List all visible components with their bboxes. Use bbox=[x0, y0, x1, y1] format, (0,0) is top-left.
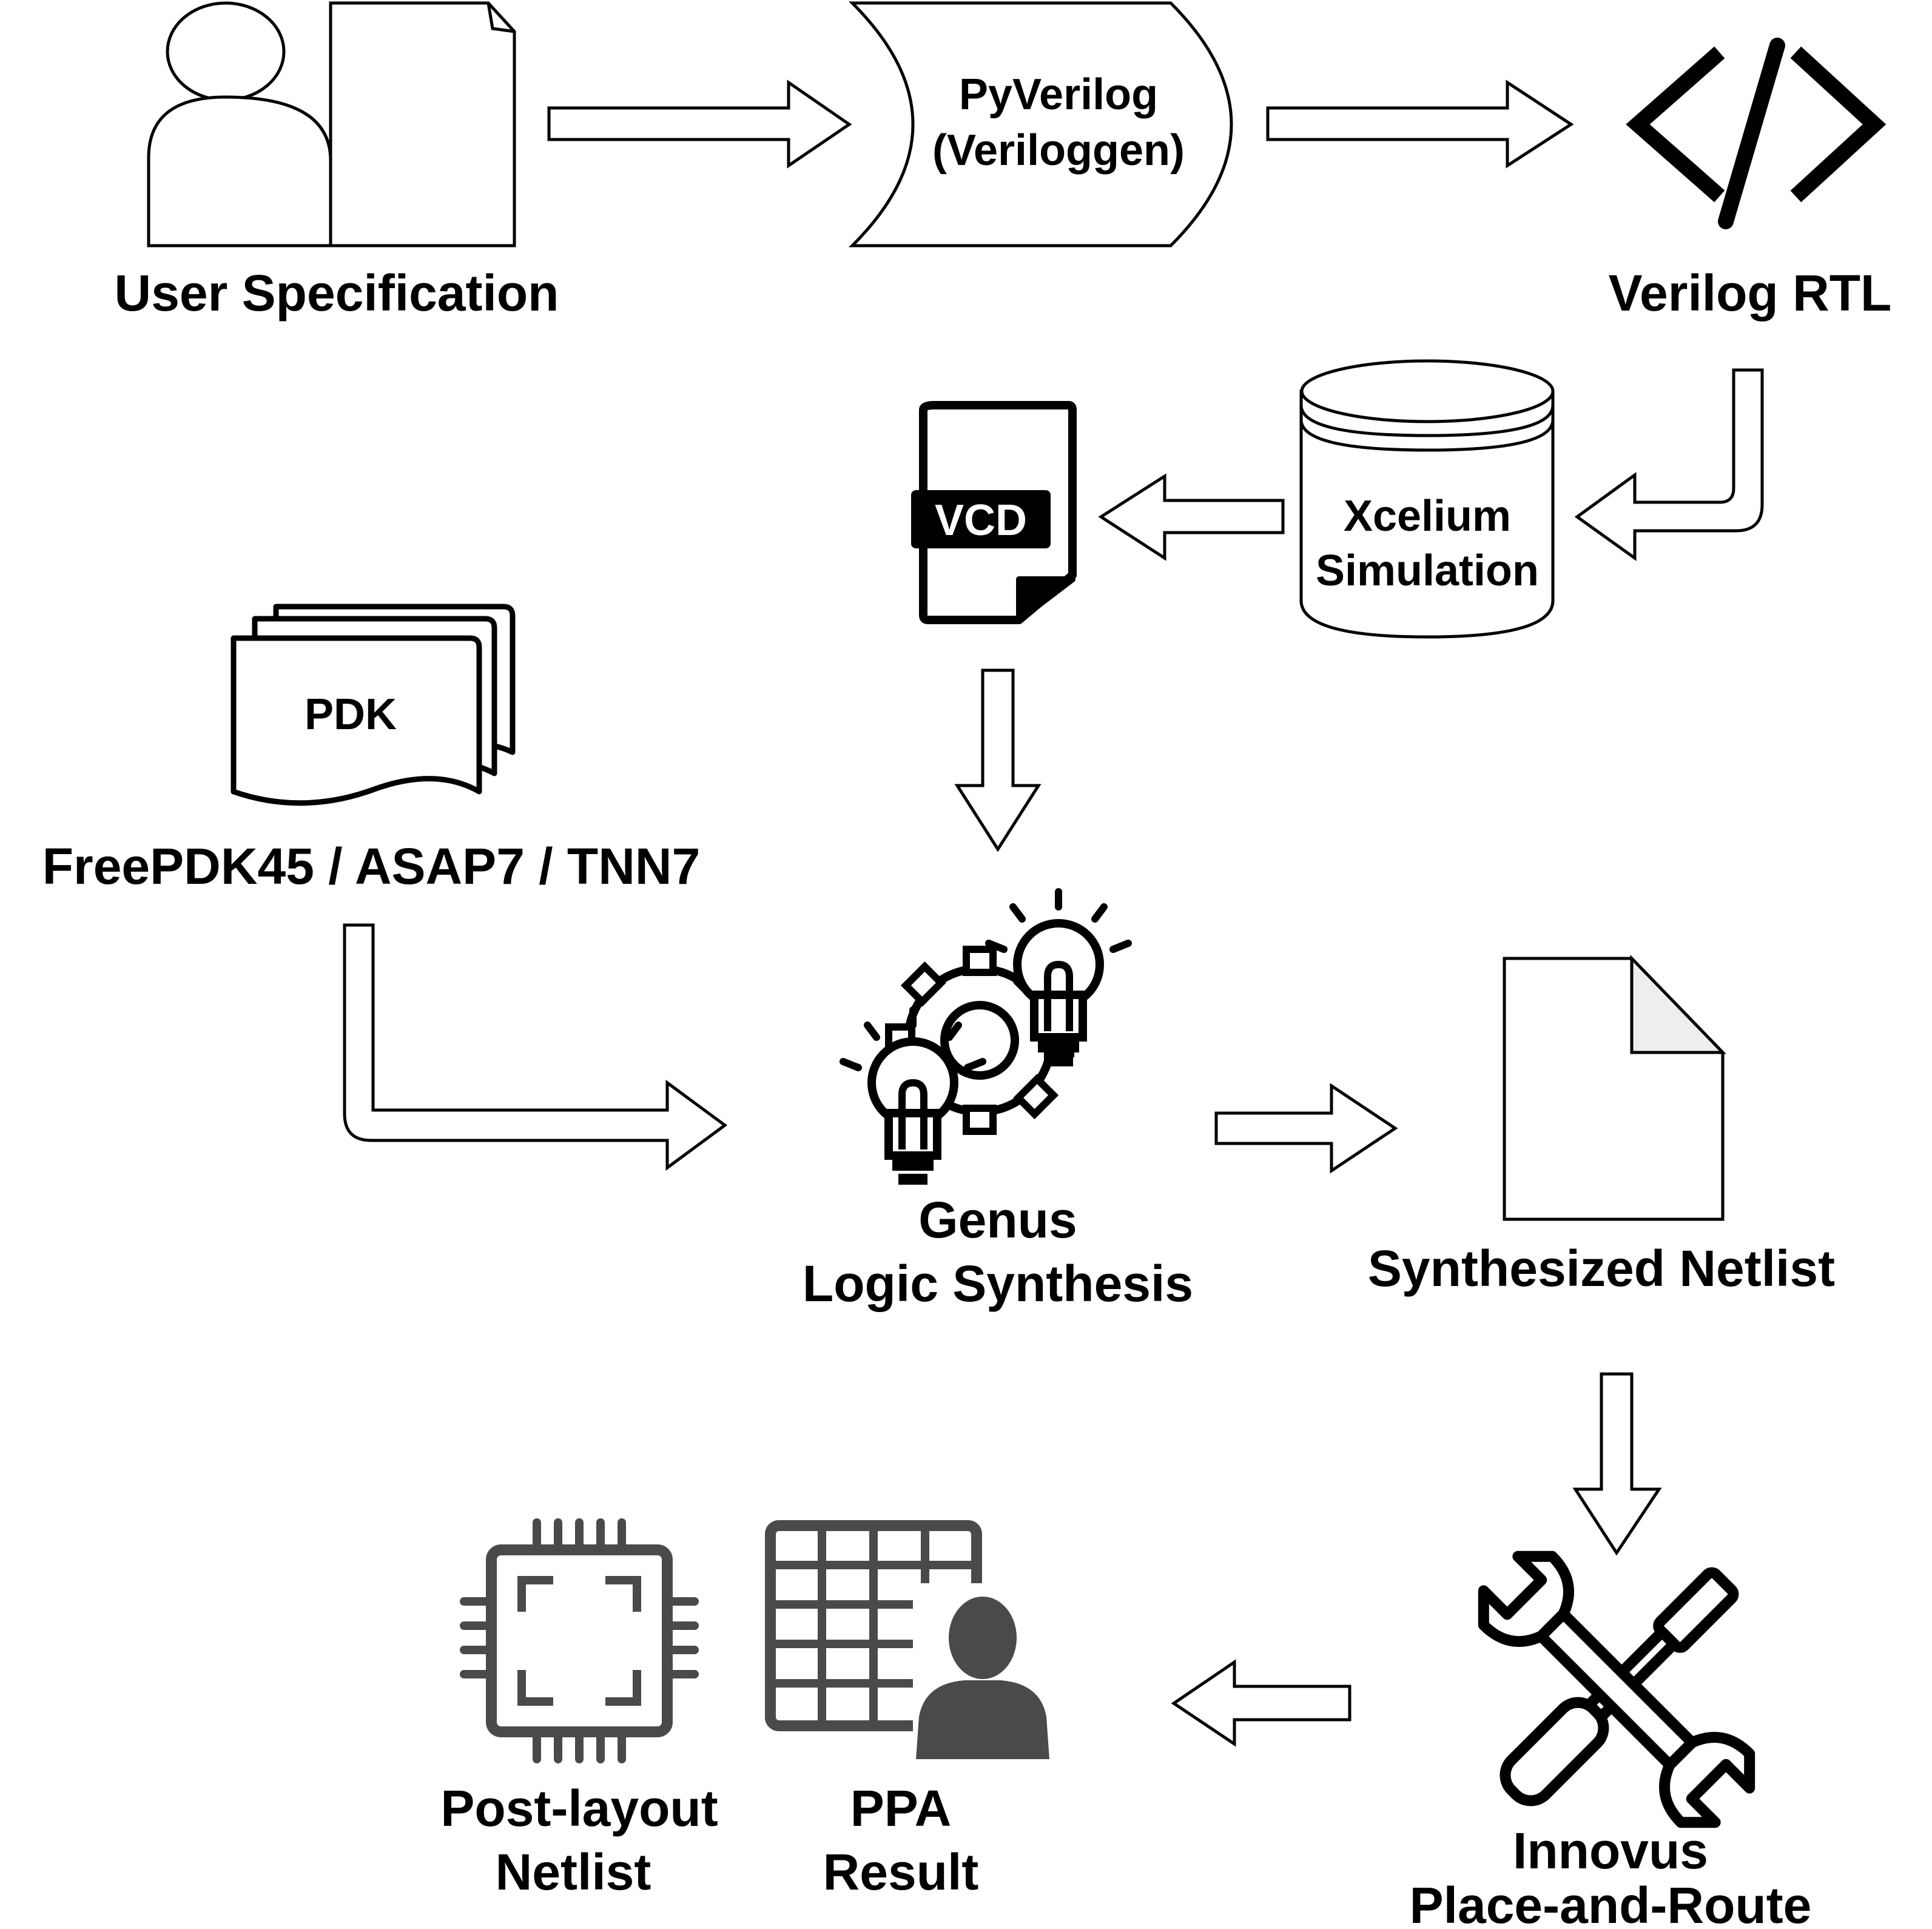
post-layout-line1: Post-layout bbox=[440, 1780, 718, 1837]
verilog-rtl-label: Verilog RTL bbox=[1609, 264, 1892, 322]
stacked-documents-icon bbox=[231, 604, 516, 806]
ppa-line2: Result bbox=[823, 1843, 979, 1900]
innovus-line2: Place-and-Route bbox=[1410, 1877, 1812, 1929]
pyverilog-shape bbox=[848, 1, 1233, 247]
arrow-genus-to-netlist bbox=[1214, 1083, 1398, 1174]
arrow-netlist-to-innovus bbox=[1572, 1372, 1662, 1556]
genus-line1: Genus bbox=[918, 1191, 1077, 1248]
arrow-spec-to-pyverilog bbox=[547, 79, 852, 169]
person-document-icon bbox=[147, 1, 516, 247]
blank-page-icon bbox=[1503, 954, 1726, 1221]
user-spec-label: User Specification bbox=[115, 264, 559, 322]
ppa-line1: PPA bbox=[850, 1780, 951, 1837]
xcelium-line2: Simulation bbox=[1316, 547, 1539, 595]
synth-netlist-label: Synthesized Netlist bbox=[1368, 1240, 1835, 1297]
arrow-xcelium-to-vcd bbox=[1098, 473, 1285, 561]
pyverilog-line2: (Veriloggen) bbox=[932, 126, 1185, 175]
pdk-tag: PDK bbox=[305, 690, 397, 739]
vcd-tag: VCD bbox=[935, 496, 1027, 545]
chip-icon bbox=[460, 1518, 699, 1763]
arrow-pdk-to-genus bbox=[343, 923, 728, 1171]
pyverilog-line1: PyVerilog bbox=[959, 70, 1158, 119]
arrow-vcd-to-genus bbox=[954, 668, 1042, 852]
genus-line2: Logic Synthesis bbox=[803, 1255, 1193, 1312]
innovus-line1: Innovus bbox=[1513, 1822, 1708, 1879]
file-icon bbox=[911, 401, 1077, 624]
pdk-label: FreePDK45 / ASAP7 / TNN7 bbox=[42, 838, 701, 895]
post-layout-line2: Netlist bbox=[496, 1843, 651, 1900]
spreadsheet-user-icon bbox=[765, 1520, 1059, 1759]
arrow-innovus-to-ppa bbox=[1171, 1659, 1351, 1747]
screwdriver-wrench-icon bbox=[1478, 1550, 1755, 1828]
arrow-pyverilog-to-rtl bbox=[1266, 79, 1574, 169]
database-cylinder-icon bbox=[1299, 359, 1555, 639]
gears-lightbulbs-icon bbox=[840, 888, 1132, 1185]
xcelium-line1: Xcelium bbox=[1344, 492, 1511, 540]
arrow-rtl-to-xcelium bbox=[1574, 368, 1764, 561]
code-brackets-icon bbox=[1626, 38, 1887, 229]
